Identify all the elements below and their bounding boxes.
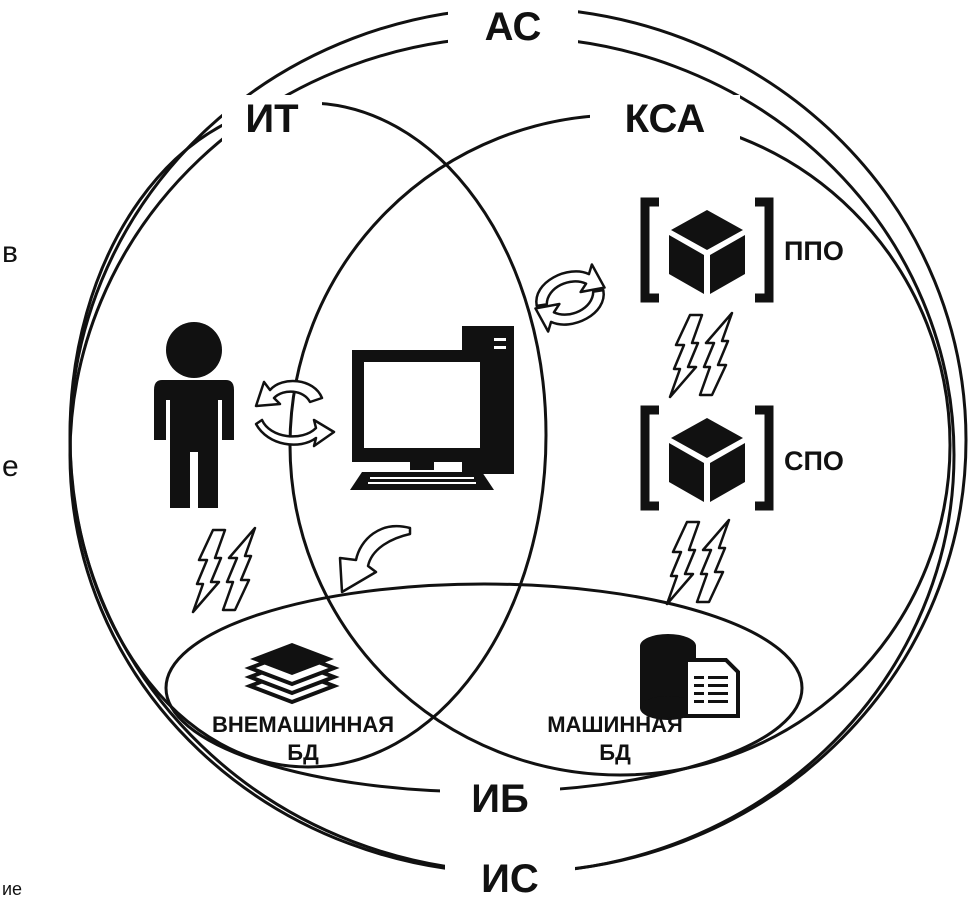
spo-package-icon bbox=[645, 410, 769, 506]
is-label: ИС bbox=[481, 857, 539, 900]
computer-icon bbox=[350, 326, 514, 490]
ib-label: ИБ bbox=[471, 777, 529, 821]
edge-fragment-1: в bbox=[2, 236, 18, 269]
ksa-label: КСА bbox=[625, 97, 706, 141]
ppo-spo-exchange-icon bbox=[668, 311, 734, 399]
user-computer-exchange-icon bbox=[254, 379, 336, 448]
offline-db-label-1: ВНЕМАШИННАЯ bbox=[212, 712, 394, 737]
edge-fragment-2: е bbox=[2, 450, 19, 483]
computer-ppo-exchange-icon bbox=[526, 260, 614, 336]
as-label: АС bbox=[485, 5, 542, 49]
user-offline-db-exchange-icon bbox=[191, 526, 257, 614]
machine-db-label-2: БД bbox=[599, 740, 631, 765]
spo-db-exchange-icon bbox=[665, 518, 731, 606]
document-stack-icon bbox=[244, 643, 340, 705]
machine-db-label-1: МАШИННАЯ bbox=[547, 712, 683, 737]
edge-fragment-3: ие bbox=[2, 879, 22, 899]
database-document-icon bbox=[640, 634, 740, 720]
offline-db-label-2: БД bbox=[287, 740, 319, 765]
ppo-label: ППО bbox=[784, 236, 844, 266]
ppo-package-icon bbox=[645, 202, 769, 298]
curved-arrow-icon bbox=[338, 525, 412, 594]
it-label: ИТ bbox=[245, 97, 298, 141]
spo-label: СПО bbox=[784, 446, 844, 476]
user-icon bbox=[154, 322, 234, 508]
